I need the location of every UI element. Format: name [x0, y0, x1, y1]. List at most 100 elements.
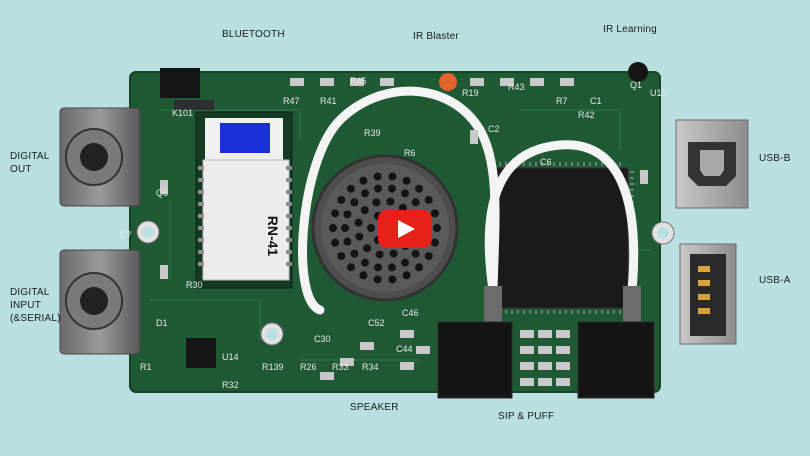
speaker-grille-hole [373, 275, 382, 284]
silkscreen-label: R33 [332, 362, 349, 372]
rn41-label: RN-41 [265, 216, 281, 257]
digital-input-label: DIGITAL INPUT (&SERIAL) [10, 287, 61, 324]
silkscreen-label: U10 [650, 88, 667, 98]
usb-b-label: USB-B [759, 153, 791, 164]
speaker-grille-hole [430, 209, 439, 218]
speaker-grille-hole [331, 238, 340, 247]
digital-out-label: DIGITAL OUT [10, 151, 50, 175]
main-processor-chip [490, 162, 634, 314]
speaker-grille-hole [341, 224, 349, 232]
ir-learning-sensor [628, 62, 648, 82]
speaker-grille-hole [372, 198, 381, 207]
silkscreen-label: U14 [222, 352, 239, 362]
speaker-grille-hole [398, 203, 407, 212]
silkscreen-label: R41 [320, 96, 337, 106]
speaker-grille-hole [387, 263, 396, 272]
speaker-grille-hole [401, 189, 409, 198]
silkscreen-label: K101 [172, 108, 193, 118]
silkscreen-label: R30 [186, 280, 203, 290]
speaker-grille-hole [424, 195, 433, 204]
ir-blaster-label: IR Blaster [413, 31, 459, 42]
silkscreen-label: R139 [262, 362, 284, 372]
speaker-grille-hole [430, 238, 439, 247]
silkscreen-label: R45 [350, 76, 367, 86]
speaker-grille-hole [350, 249, 359, 258]
usb-a-port [679, 243, 737, 345]
speaker-grille-hole [329, 224, 337, 232]
usb-b-port [675, 119, 749, 209]
speaker-grille-hole [346, 263, 355, 272]
speaker-grille-hole [343, 237, 352, 246]
silkscreen-label: R34 [362, 362, 379, 372]
speaker-grille-hole [424, 252, 433, 261]
speaker-grille-hole [433, 224, 441, 232]
silkscreen-label: R39 [364, 128, 381, 138]
silkscreen-label: C44 [396, 344, 413, 354]
speaker-grille-hole [375, 250, 384, 259]
silkscreen-label: Q6 [156, 188, 168, 198]
silkscreen-label: C1 [590, 96, 602, 106]
speaker-grille-hole [359, 176, 368, 185]
silkscreen-label: R1 [140, 362, 152, 372]
digital-input-jack [59, 249, 141, 355]
speaker-grille-hole [411, 198, 420, 207]
silkscreen-label: C52 [368, 318, 385, 328]
speaker-grille-hole [363, 244, 372, 253]
silkscreen-label: C6 [540, 157, 552, 167]
speaker-grille-hole [343, 210, 352, 219]
speaker-grille-hole [354, 218, 363, 227]
sip-puff-tubes [298, 86, 639, 315]
speaker-grille-hole [355, 232, 364, 241]
speaker-label: SPEAKER [350, 402, 399, 413]
silkscreen-label: R47 [283, 96, 300, 106]
silkscreen-label: R19 [462, 88, 479, 98]
digital-out-jack [59, 107, 141, 207]
sip-puff-label: SIP & PUFF [498, 411, 555, 422]
speaker-grille-hole [402, 271, 411, 280]
speaker-grille-hole [387, 184, 396, 193]
speaker-grille-hole [415, 263, 424, 272]
usb-a-label: USB-A [759, 275, 791, 286]
speaker-grille-hole [337, 252, 346, 261]
speaker-grille-hole [388, 172, 397, 181]
speaker-grille-hole [361, 189, 369, 198]
pressure-sensor-right [577, 321, 655, 399]
silkscreen-label: D1 [156, 318, 168, 328]
speaker-grille-hole [374, 184, 383, 193]
silkscreen-label: C46 [402, 308, 419, 318]
speaker-grille-hole [388, 275, 397, 284]
ir-blaster-led [439, 73, 457, 91]
speaker-grille-hole [367, 224, 375, 232]
speaker-grille-hole [350, 198, 359, 207]
silkscreen-label: C2 [488, 124, 500, 134]
ir-learning-label: IR Learning [603, 24, 657, 35]
silkscreen-label: R26 [300, 362, 317, 372]
silkscreen-label: C30 [314, 334, 331, 344]
youtube-play-icon[interactable] [378, 210, 432, 248]
speaker-grille-hole [402, 176, 411, 185]
speaker-grille-hole [337, 195, 346, 204]
speaker-grille-hole [361, 258, 369, 267]
speaker-grille-hole [360, 206, 369, 215]
speaker-grille-hole [331, 209, 340, 218]
speaker-grille-hole [373, 172, 382, 181]
speaker-grille-hole [389, 249, 398, 258]
silkscreen-label: R43 [508, 82, 525, 92]
speaker-grille-hole [411, 249, 420, 258]
pressure-sensor-left [437, 321, 513, 399]
silkscreen-label: R7 [556, 96, 568, 106]
speaker-grille-hole [374, 263, 383, 272]
silkscreen-label: R32 [222, 380, 239, 390]
silkscreen-label: R6 [404, 148, 416, 158]
speaker-grille-hole [415, 184, 424, 193]
bluetooth-label: BLUETOOTH [222, 29, 285, 40]
rn41-bluetooth-module: RN-41 [195, 111, 293, 289]
speaker-grille-hole [346, 184, 355, 193]
silkscreen-label: Q1 [630, 80, 642, 90]
silkscreen-label: C7 [120, 230, 132, 240]
speaker-grille-hole [359, 271, 368, 280]
speaker-grille-hole [401, 258, 409, 267]
speaker-grille-hole [386, 197, 395, 206]
